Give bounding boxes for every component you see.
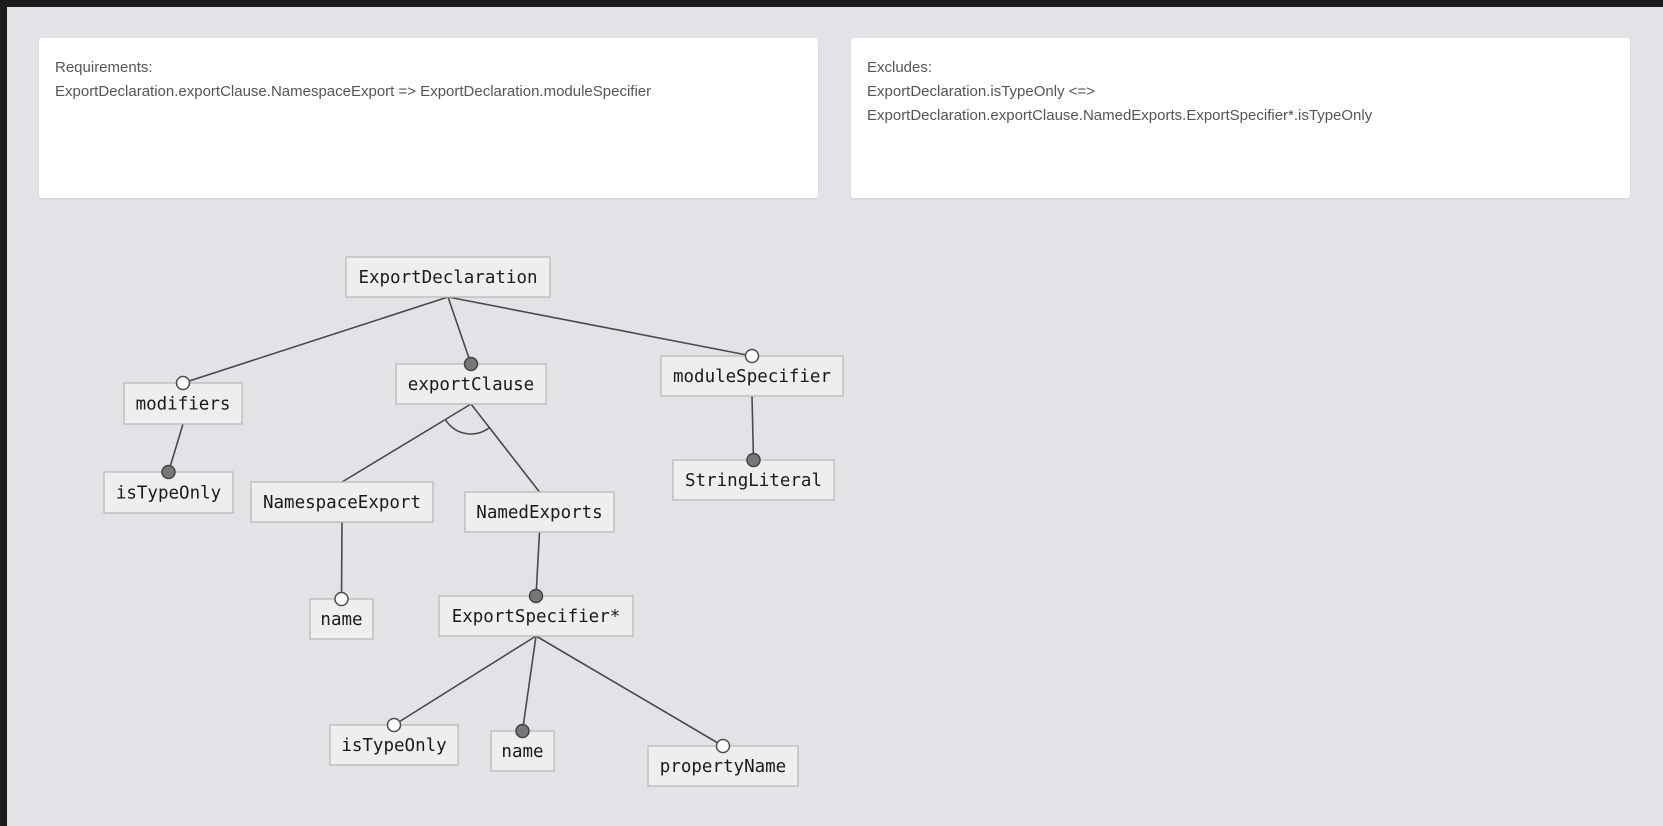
node-box [345, 256, 551, 298]
node-label: propertyName [660, 757, 786, 777]
node-label: moduleSpecifier [673, 367, 831, 387]
node-export-specifier: ExportSpecifier* [438, 595, 634, 637]
node-namespace-export: NamespaceExport [250, 481, 434, 523]
optional-marker-specifier-is-type-only [386, 717, 402, 733]
node-box [660, 355, 844, 397]
node-label: name [501, 742, 543, 762]
node-export-declaration: ExportDeclaration [345, 256, 551, 298]
excludes-line: ExportDeclaration.exportClause.NamedExpo… [867, 107, 1373, 124]
markers-layer [161, 348, 761, 754]
excludes-panel: Excludes: ExportDeclaration.isTypeOnly <… [851, 38, 1630, 198]
mandatory-marker-modifiers-is-type-only [161, 464, 176, 480]
optional-marker-module-specifier [744, 348, 760, 364]
node-label: NamespaceExport [263, 493, 421, 513]
edge-export-specifier-to-specifier-is-type-only [393, 635, 537, 726]
node-label: ExportSpecifier* [452, 607, 621, 627]
edge-module-specifier-to-string-literal [751, 395, 755, 461]
node-label: StringLiteral [685, 471, 822, 491]
node-modifiers: modifiers [123, 382, 243, 425]
node-named-exports: NamedExports [464, 491, 615, 533]
node-specifier-name: name [490, 730, 555, 772]
mandatory-marker-specifier-name [515, 723, 530, 739]
edge-named-exports-to-export-specifier [535, 531, 541, 597]
edge-export-declaration-to-module-specifier [447, 296, 753, 357]
node-box [464, 491, 615, 533]
edge-export-specifier-to-specifier-name [521, 635, 537, 732]
edge-export-clause-to-named-exports [470, 403, 541, 493]
edge-namespace-export-to-namespace-export-name [340, 521, 343, 600]
edge-modifiers-to-modifiers-is-type-only [167, 423, 184, 473]
edge-export-declaration-to-export-clause [447, 296, 472, 365]
node-module-specifier: moduleSpecifier [660, 355, 844, 397]
edge-export-declaration-to-modifiers [182, 296, 449, 384]
node-label: name [320, 610, 362, 630]
node-label: modifiers [136, 395, 231, 415]
node-modifiers-is-type-only: isTypeOnly [103, 471, 234, 514]
mandatory-marker-string-literal [746, 452, 761, 468]
node-label: ExportDeclaration [358, 268, 537, 288]
excludes-heading: Excludes: [867, 59, 933, 76]
requirements-panel: Requirements: ExportDeclaration.exportCl… [39, 38, 818, 198]
node-box [250, 481, 434, 523]
node-box [123, 382, 243, 425]
nodes-layer: ExportDeclaration modifiers isTypeOnly expo… [103, 256, 844, 787]
excludes-line: ExportDeclaration.isTypeOnly <=> [867, 83, 1096, 100]
node-label: isTypeOnly [116, 484, 221, 504]
requirements-heading: Requirements: [55, 59, 153, 76]
node-label: isTypeOnly [341, 736, 446, 756]
optional-marker-property-name [715, 738, 731, 754]
mandatory-marker-export-specifier [528, 588, 544, 604]
optional-marker-namespace-export-name [334, 591, 349, 607]
node-label: NamedExports [476, 503, 602, 523]
node-label: exportClause [408, 375, 534, 395]
alternative-group-arc [444, 419, 490, 435]
mandatory-marker-export-clause [463, 356, 479, 372]
optional-marker-modifiers [175, 375, 191, 391]
edges-layer [167, 296, 755, 747]
requirements-line: ExportDeclaration.exportClause.Namespace… [55, 83, 652, 100]
edge-export-clause-to-namespace-export [341, 403, 472, 483]
edge-export-specifier-to-property-name [535, 635, 724, 747]
